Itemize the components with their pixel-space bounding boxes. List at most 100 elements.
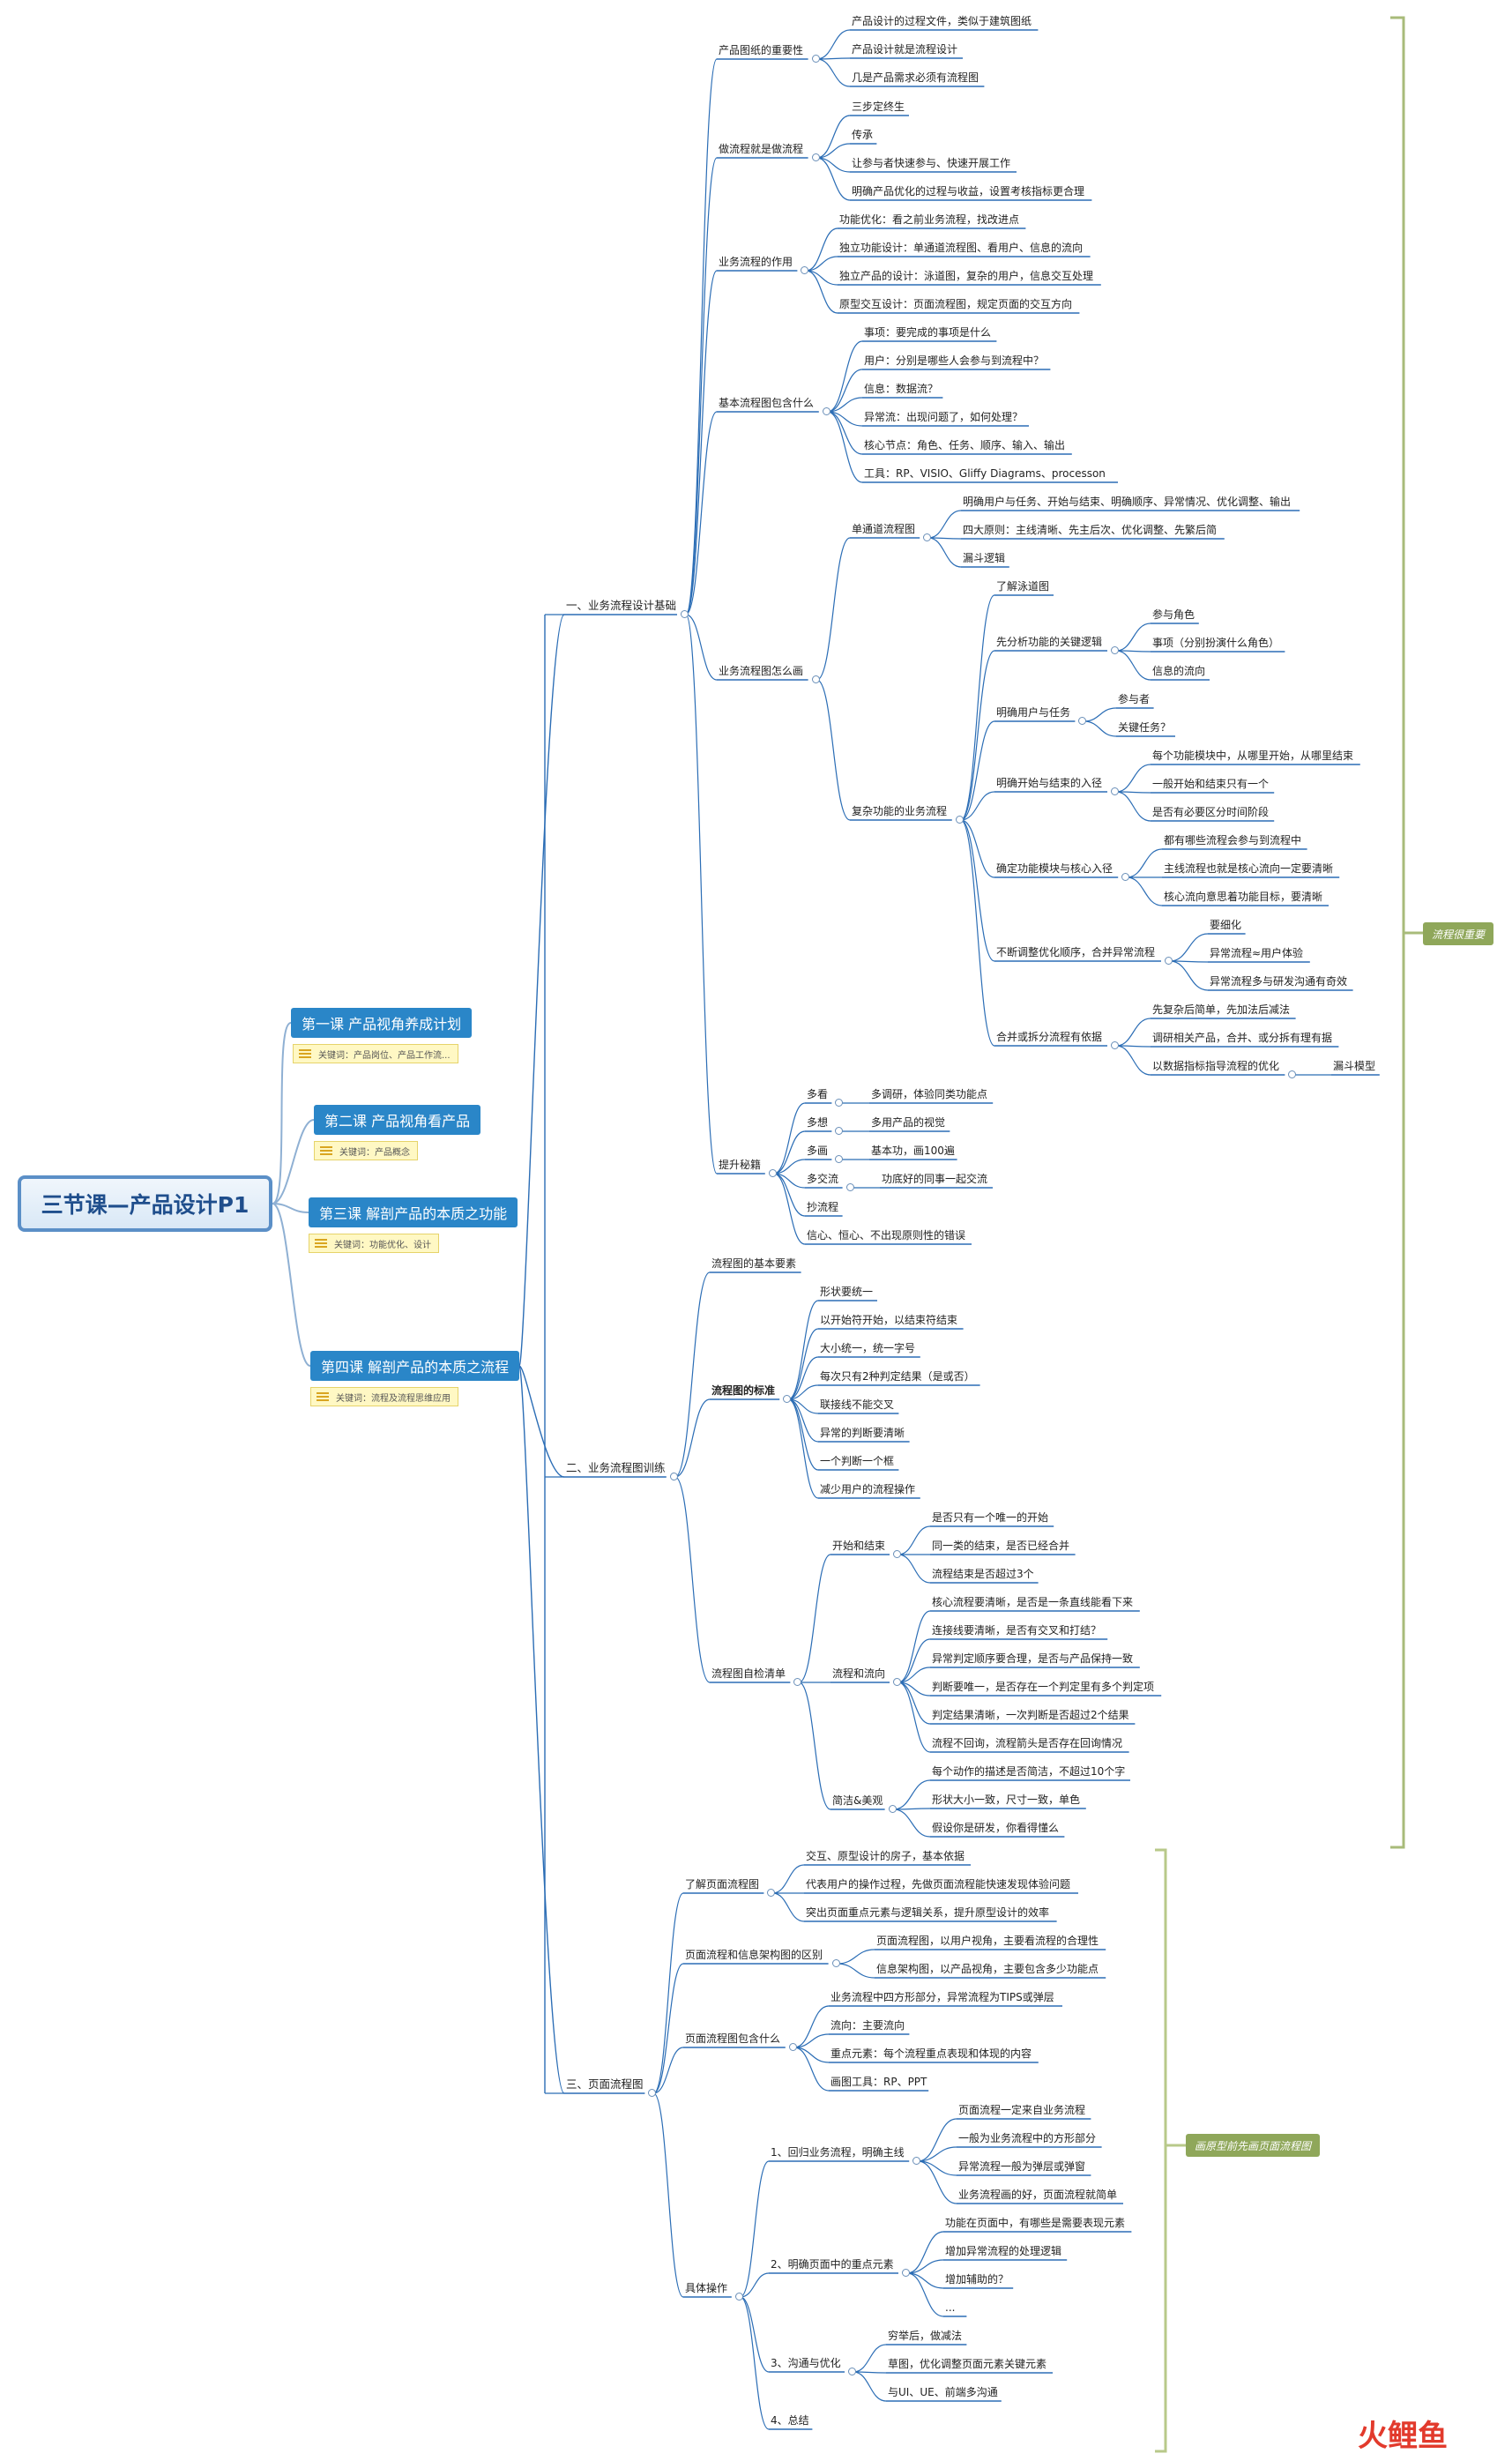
topic-c3c3[interactable]: 假设你是研发，你看得懂么 xyxy=(932,1822,1060,1834)
topic-b3b[interactable]: 关键任务？ xyxy=(1118,721,1172,734)
topic-c2[interactable]: 流程图的标准 xyxy=(711,1384,776,1397)
topic-a6d1[interactable]: 功底好的同事一起交流 xyxy=(882,1173,988,1185)
topic-e3[interactable]: 3、沟通与优化 xyxy=(771,2357,841,2369)
collapse-toggle-b5[interactable] xyxy=(1121,873,1130,881)
topic-e1b[interactable]: 一般为业务流程中的方形部分 xyxy=(958,2132,1097,2144)
collapse-toggle-a5b[interactable] xyxy=(955,816,964,824)
topic-a5a1[interactable]: 明确用户与任务、开始与结束、明确顺序、异常情况、优化调整、输出 xyxy=(963,496,1292,508)
lesson-2-topic[interactable]: 第二课 产品视角看产品 xyxy=(314,1105,481,1135)
topic-c3b1[interactable]: 核心流程要清晰，是否是一条直线能看下来 xyxy=(932,1596,1134,1608)
topic-c1[interactable]: 流程图的基本要素 xyxy=(711,1257,797,1270)
topic-e2a[interactable]: 功能在页面中，有哪些是需要表现元素 xyxy=(945,2217,1126,2229)
collapse-toggle-b6[interactable] xyxy=(1165,957,1173,965)
topic-c3a3[interactable]: 流程结束是否超过3个 xyxy=(932,1568,1034,1580)
topic-a4a[interactable]: 事项：要完成的事项是什么 xyxy=(864,326,992,339)
lesson-4-topic[interactable]: 第四课 解剖产品的本质之流程 xyxy=(310,1351,520,1381)
topic-b4c[interactable]: 是否有必要区分时间阶段 xyxy=(1152,806,1270,818)
topic-c3b5[interactable]: 判定结果清晰，一次判断是否超过2个结果 xyxy=(932,1709,1129,1721)
topic-a3a[interactable]: 功能优化：看之前业务流程，找改进点 xyxy=(839,213,1020,226)
topic-a6a1[interactable]: 多调研，体验同类功能点 xyxy=(871,1088,988,1100)
collapse-toggle-e3[interactable] xyxy=(848,2368,856,2375)
collapse-toggle-s3[interactable] xyxy=(648,2089,657,2097)
collapse-toggle-c3[interactable] xyxy=(793,1678,802,1686)
topic-d2[interactable]: 页面流程和信息架构图的区别 xyxy=(685,1949,823,1961)
topic-b7a[interactable]: 先复杂后简单，先加法后减法 xyxy=(1152,1003,1291,1016)
topic-b6[interactable]: 不断调整优化顺序，合并异常流程 xyxy=(996,946,1156,958)
topic-a4[interactable]: 基本流程图包含什么 xyxy=(719,397,815,409)
root-topic[interactable]: 三节课—产品设计P1 xyxy=(18,1175,272,1232)
topic-a1b[interactable]: 产品设计就是流程设计 xyxy=(852,43,958,56)
collapse-toggle-c3a[interactable] xyxy=(893,1550,901,1558)
topic-e2d[interactable]: ... xyxy=(945,2301,956,2314)
collapse-toggle-a2[interactable] xyxy=(811,153,820,161)
topic-a6[interactable]: 提升秘籍 xyxy=(719,1159,762,1171)
topic-a3d[interactable]: 原型交互设计：页面流程图，规定页面的交互方向 xyxy=(839,298,1073,310)
collapse-toggle-c3c[interactable] xyxy=(888,1805,897,1813)
topic-e1d[interactable]: 业务流程画的好，页面流程就简单 xyxy=(958,2189,1118,2201)
topic-a5a[interactable]: 单通道流程图 xyxy=(852,523,916,535)
topic-a1c[interactable]: 几是产品需求必须有流程图 xyxy=(852,71,979,84)
topic-e1a[interactable]: 页面流程一定来自业务流程 xyxy=(958,2104,1086,2116)
topic-d3a[interactable]: 业务流程中四方形部分，异常流程为TIPS或弹层 xyxy=(830,1991,1054,2003)
topic-d1a[interactable]: 交互、原型设计的房子，基本依据 xyxy=(806,1850,965,1862)
topic-c2e[interactable]: 联接线不能交叉 xyxy=(820,1398,895,1411)
topic-b3a[interactable]: 参与者 xyxy=(1118,693,1151,705)
collapse-toggle-d4[interactable] xyxy=(734,2293,743,2301)
collapse-toggle-a6c[interactable] xyxy=(835,1155,844,1163)
topic-c3c2[interactable]: 形状大小一致，尺寸一致，单色 xyxy=(932,1794,1081,1806)
collapse-toggle-a1[interactable] xyxy=(811,55,820,63)
topic-b4b[interactable]: 一般开始和结束只有一个 xyxy=(1152,778,1270,790)
topic-c3a[interactable]: 开始和结束 xyxy=(832,1540,886,1552)
topic-c2h[interactable]: 减少用户的流程操作 xyxy=(820,1483,916,1495)
topic-b7[interactable]: 合并或拆分流程有依据 xyxy=(996,1031,1103,1043)
topic-c3b2[interactable]: 连接线要清晰，是否有交叉和打结？ xyxy=(932,1624,1102,1637)
topic-a4f[interactable]: 工具：RP、VISIO、Gliffy Diagrams、processon xyxy=(864,467,1106,480)
topic-d4[interactable]: 具体操作 xyxy=(685,2282,728,2294)
topic-b2[interactable]: 先分析功能的关键逻辑 xyxy=(996,636,1103,648)
topic-b2b[interactable]: 事项（分别扮演什么角色） xyxy=(1152,637,1280,649)
topic-a4e[interactable]: 核心节点：角色、任务、顺序、输入、输出 xyxy=(864,439,1066,451)
topic-b6b[interactable]: 异常流程≈用户体验 xyxy=(1210,947,1304,959)
topic-c3b4[interactable]: 判断要唯一，是否存在一个判定里有多个判定项 xyxy=(932,1681,1155,1693)
topic-c2b[interactable]: 以开始符开始，以结束符结束 xyxy=(820,1314,958,1326)
topic-c2a[interactable]: 形状要统一 xyxy=(820,1286,874,1298)
topic-a6e[interactable]: 抄流程 xyxy=(807,1201,839,1213)
collapse-toggle-s2[interactable] xyxy=(669,1473,678,1480)
topic-e1c[interactable]: 异常流程一般为弹层或弹窗 xyxy=(958,2160,1086,2173)
topic-e3b[interactable]: 草图，优化调整页面元素关键元素 xyxy=(888,2358,1047,2370)
topic-a2c[interactable]: 让参与者快速参与、快速开展工作 xyxy=(852,157,1011,169)
topic-a5b[interactable]: 复杂功能的业务流程 xyxy=(852,805,948,817)
collapse-toggle-d3[interactable] xyxy=(788,2043,797,2051)
lesson-3-topic[interactable]: 第三课 解剖产品的本质之功能 xyxy=(309,1197,518,1227)
collapse-toggle-a6b[interactable] xyxy=(835,1127,844,1135)
topic-d3b[interactable]: 流向：主要流向 xyxy=(830,2019,905,2032)
topic-c3b6[interactable]: 流程不回询，流程箭头是否存在回询情况 xyxy=(932,1737,1123,1749)
topic-d3[interactable]: 页面流程图包含什么 xyxy=(685,2032,781,2045)
topic-b4[interactable]: 明确开始与结束的入径 xyxy=(996,777,1103,789)
topic-a5[interactable]: 业务流程图怎么画 xyxy=(719,665,804,677)
topic-s3[interactable]: 三、页面流程图 xyxy=(566,2077,644,2091)
topic-a6a[interactable]: 多看 xyxy=(807,1088,829,1100)
topic-e1[interactable]: 1、回归业务流程，明确主线 xyxy=(771,2146,905,2159)
topic-a3b[interactable]: 独立功能设计：单通道流程图、看用户、信息的流向 xyxy=(839,242,1084,254)
topic-a2a[interactable]: 三步定终生 xyxy=(852,101,905,113)
topic-a4b[interactable]: 用户：分别是哪些人会参与到流程中？ xyxy=(864,354,1045,367)
topic-b7c[interactable]: 以数据指标指导流程的优化 xyxy=(1152,1060,1280,1072)
collapse-toggle-a5a[interactable] xyxy=(923,533,932,541)
topic-a3[interactable]: 业务流程的作用 xyxy=(719,256,793,268)
topic-b1[interactable]: 了解泳道图 xyxy=(996,580,1050,593)
collapse-toggle-d1[interactable] xyxy=(767,1889,776,1897)
collapse-toggle-c3b[interactable] xyxy=(893,1678,901,1686)
collapse-toggle-a3[interactable] xyxy=(801,266,809,274)
topic-b5a[interactable]: 都有哪些流程会参与到流程中 xyxy=(1164,834,1302,846)
topic-a2d[interactable]: 明确产品优化的过程与收益，设置考核指标更合理 xyxy=(852,185,1085,198)
topic-b3[interactable]: 明确用户与任务 xyxy=(996,706,1071,719)
topic-b7b[interactable]: 调研相关产品，合并、或分拆有理有据 xyxy=(1152,1032,1333,1044)
topic-a2b[interactable]: 传承 xyxy=(852,129,874,141)
topic-a4d[interactable]: 异常流：出现问题了，如何处理？ xyxy=(864,411,1024,423)
topic-d1c[interactable]: 突出页面重点元素与逻辑关系，提升原型设计的效率 xyxy=(806,1906,1050,1919)
topic-b2c[interactable]: 信息的流向 xyxy=(1152,665,1206,677)
topic-a6b[interactable]: 多想 xyxy=(807,1116,829,1129)
collapse-toggle-e2[interactable] xyxy=(902,2269,910,2277)
topic-c3b3[interactable]: 异常判定顺序要合理，是否与产品保持一致 xyxy=(932,1652,1134,1665)
